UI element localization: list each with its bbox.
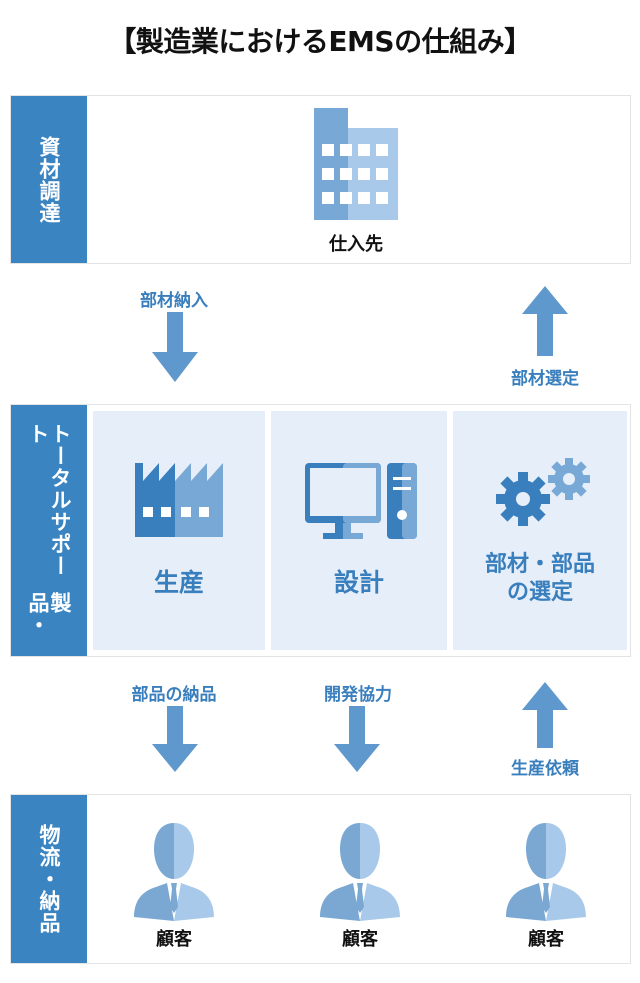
cell-material-selection: 部材・部品 の選定: [453, 411, 627, 650]
flow-label-parts-delivery: 部品の納品: [131, 685, 217, 705]
customer-node: 顧客: [315, 817, 405, 951]
diagram-title: 【製造業におけるEMSの仕組み】: [108, 25, 532, 58]
flow-label-development-cooperation: 開発協力: [324, 685, 392, 705]
band-procurement: 資材調達 仕入先: [10, 95, 631, 264]
flow-label-material-delivery: 部材納入: [140, 291, 208, 311]
cell-design: 設計: [271, 411, 447, 650]
label-line2: の選定: [506, 579, 573, 605]
arrow-down-icon: [334, 706, 380, 772]
customer-node: 顧客: [501, 817, 591, 951]
customer-label: 顧客: [156, 929, 192, 950]
flow-label-production-request: 生産依頼: [511, 759, 579, 779]
band-label-logistics: 物流・納品: [11, 795, 87, 963]
person-icon: [506, 823, 586, 921]
band-label-text: 資材調達: [37, 135, 62, 224]
band-label-product-support: 製品・ トータルサポート: [11, 405, 87, 656]
factory-icon: [135, 463, 223, 537]
building-icon: [314, 108, 398, 220]
band-label-line2: トータルサポート: [26, 423, 73, 577]
band-label-text: 物流・納品: [37, 824, 62, 934]
person-icon: [320, 823, 400, 921]
band-label-procurement: 資材調達: [11, 96, 87, 263]
gears-icon: [496, 458, 590, 526]
customer-label: 顧客: [342, 929, 378, 950]
band-product-support: 製品・ トータルサポート 生産 設計: [10, 404, 631, 657]
supplier-node: 仕入先: [301, 108, 411, 256]
flow-label-material-selection: 部材選定: [511, 369, 579, 389]
supplier-label: 仕入先: [329, 234, 383, 255]
customer-node: 顧客: [129, 817, 219, 951]
customer-label: 顧客: [528, 929, 564, 950]
band-label-line1: 製品・: [26, 592, 73, 637]
band-label-text: 製品・ トータルサポート: [26, 423, 73, 656]
person-icon: [134, 823, 214, 921]
arrow-down-icon: [152, 312, 198, 382]
arrow-up-icon: [522, 682, 568, 748]
arrow-down-icon: [152, 706, 198, 772]
cell-production-label: 生産: [153, 568, 204, 597]
label-line1: 部材・部品: [484, 552, 595, 577]
cell-design-label: 設計: [333, 568, 384, 597]
cell-production: 生産: [93, 411, 265, 650]
arrow-up-icon: [522, 286, 568, 356]
computer-icon: [305, 463, 417, 539]
cell-material-selection-label: 部材・部品 の選定: [453, 551, 627, 606]
band-logistics: 物流・納品 顧客 顧客 顧客: [10, 794, 631, 964]
